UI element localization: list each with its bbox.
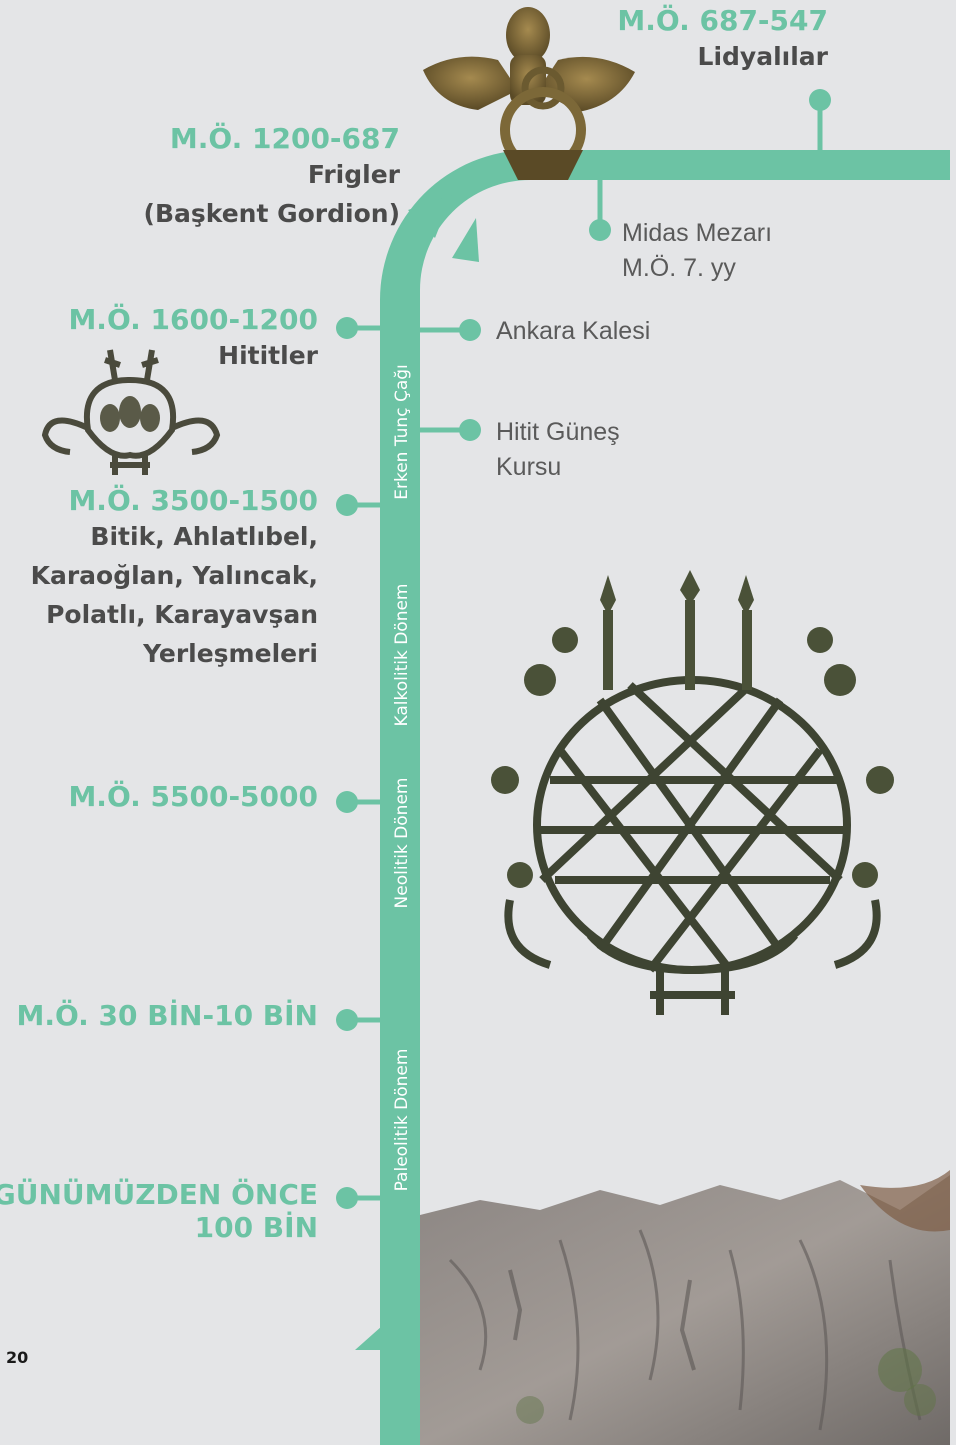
dot-midas [589, 219, 611, 241]
dot-30bin [336, 1009, 358, 1031]
dot-lidya [809, 89, 831, 111]
period-title-line: Frigler [144, 155, 400, 194]
dot-ankara-kalesi [459, 319, 481, 341]
landmark-ankara-kalesi: Ankara Kalesi [496, 314, 650, 349]
period-date: M.Ö. 1600-1200 [68, 303, 318, 336]
dot-hititler [336, 317, 358, 339]
landmark-line: Midas Mezarı [622, 216, 772, 251]
period-title-line: Karaoğlan, Yalıncak, [31, 556, 318, 595]
period-date-line: GÜNÜMÜZDEN ÖNCE [0, 1178, 318, 1211]
phrygian-bronze-figure-image [418, 0, 640, 185]
landmark-line: Hitit Güneş [496, 415, 620, 450]
hittite-sun-disc-image [480, 570, 905, 1025]
period-100bin: GÜNÜMÜZDEN ÖNCE 100 BİN [0, 1178, 318, 1244]
period-date: M.Ö. 1200-687 [144, 122, 400, 155]
period-lidya: M.Ö. 687-547 Lidyalılar [617, 4, 828, 76]
period-date: M.Ö. 5500-5000 [68, 780, 318, 813]
era-label-paleolitik: Paleolitik Dönem [392, 1049, 412, 1192]
period-5500-5000: M.Ö. 5500-5000 [68, 780, 318, 813]
period-3500-1500: M.Ö. 3500-1500 Bitik, Ahlatlıbel, Karaoğ… [31, 484, 318, 673]
period-title: Lidyalılar [617, 37, 828, 76]
dot-100bin [336, 1187, 358, 1209]
period-date-line: 100 BİN [0, 1211, 318, 1244]
landmark-line: Kursu [496, 450, 620, 485]
landmark-line: Ankara Kalesi [496, 314, 650, 349]
landmark-hitit-gunes-kursu: Hitit Güneş Kursu [496, 415, 620, 485]
period-title-line: Polatlı, Karayavşan [31, 595, 318, 634]
landmark-midas-mezari: Midas Mezarı M.Ö. 7. yy [622, 216, 772, 286]
period-frig: M.Ö. 1200-687 Frigler (Başkent Gordion) [144, 122, 400, 233]
era-label-neolitik: Neolitik Dönem [392, 778, 412, 909]
timeline-arrow-curve [452, 218, 479, 262]
dot-3500 [336, 494, 358, 516]
period-date: M.Ö. 30 BİN-10 BİN [16, 999, 318, 1032]
era-label-kalkolitik: Kalkolitik Dönem [392, 584, 412, 727]
period-title-line: Yerleşmeleri [31, 634, 318, 673]
period-title: Hititler [68, 336, 318, 375]
dot-5500 [336, 791, 358, 813]
dot-hitit-gunes [459, 419, 481, 441]
era-label-erken-tunc: Erken Tunç Çağı [392, 364, 412, 500]
page-number: 20 [6, 1348, 28, 1367]
period-date: M.Ö. 3500-1500 [31, 484, 318, 517]
period-hitit: M.Ö. 1600-1200 Hititler [68, 303, 318, 375]
period-title-line: (Başkent Gordion) [144, 194, 400, 233]
period-date: M.Ö. 687-547 [617, 4, 828, 37]
period-title-line: Bitik, Ahlatlıbel, [31, 517, 318, 556]
landmark-line: M.Ö. 7. yy [622, 251, 772, 286]
period-30bin-10bin: M.Ö. 30 BİN-10 BİN [16, 999, 318, 1032]
rock-relief-image [420, 1170, 950, 1445]
